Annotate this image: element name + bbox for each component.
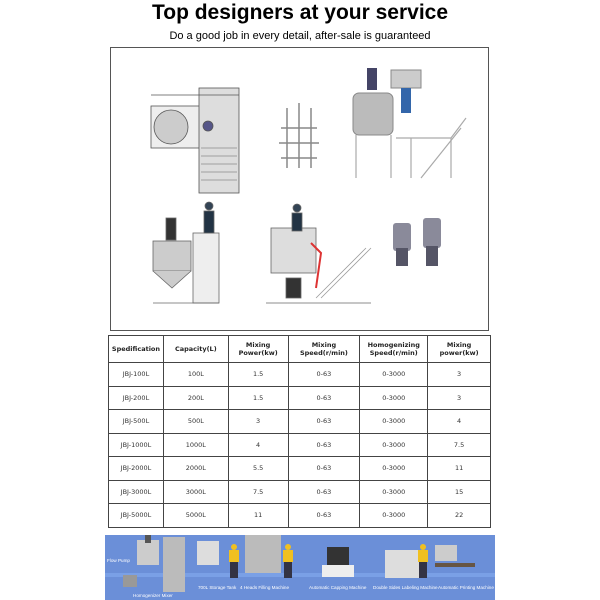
table-cell: 100L (162, 362, 229, 387)
table-cell: JBJ-1000L (108, 432, 164, 457)
table-cell: 0-3000 (359, 432, 429, 457)
label-capping-machine: Automatic Capping Machine (309, 585, 367, 590)
table-cell: 0-3000 (359, 409, 429, 434)
table-cell: 7.5 (427, 432, 491, 457)
table-cell: 11 (227, 503, 289, 528)
column-header: Capacity(L) (162, 335, 229, 363)
agitator-drawing (279, 103, 319, 168)
label-filling-machine: 4 Heads Filling Machine (240, 585, 290, 590)
label-homogenizer-mixer: Homogenizer Mixer (133, 593, 173, 598)
table-cell: 3 (427, 385, 491, 410)
front-view-drawing (152, 201, 220, 304)
column-header: Homogenizing Speed(r/min) (359, 335, 429, 363)
top-view-drawing (150, 87, 240, 194)
table-cell: 0-3000 (359, 479, 429, 504)
production-line-illustration (105, 535, 495, 592)
production-line-banner: Flow Pump Homogenizer Mixer 700L Storage… (105, 535, 495, 600)
table-cell: 0-3000 (359, 362, 429, 387)
table-cell: 0-63 (287, 432, 361, 457)
table-cell: 4 (227, 432, 289, 457)
mixer-3d-drawing (352, 68, 467, 179)
table-cell: 0-63 (287, 456, 361, 481)
label-printing-machine: Automatic Printing Machine (438, 585, 494, 590)
column-header: Spedification (108, 335, 164, 363)
side-view-drawing (266, 203, 372, 304)
table-cell: JBJ-3000L (108, 479, 164, 504)
table-cell: 7.5 (227, 479, 289, 504)
table-cell: 0-63 (287, 409, 361, 434)
table-cell: 3 (227, 409, 289, 434)
table-cell: 0-3000 (359, 456, 429, 481)
table-cell: 500L (162, 409, 229, 434)
table-cell: 11 (427, 456, 491, 481)
homogenizer-heads-drawing (393, 218, 441, 266)
table-cell: 200L (162, 385, 229, 410)
table-cell: 22 (427, 503, 491, 528)
table-cell: 1000L (162, 432, 229, 457)
table-cell: 0-63 (287, 362, 361, 387)
table-cell: JBJ-100L (108, 362, 164, 387)
table-cell: 0-63 (287, 385, 361, 410)
label-storage-tank: 700L Storage Tank (198, 585, 237, 590)
table-cell: 1.5 (227, 362, 289, 387)
table-cell: 0-3000 (359, 385, 429, 410)
table-cell: 1.5 (227, 385, 289, 410)
column-header: Mixing Speed(r/min) (287, 335, 361, 363)
table-cell: 4 (427, 409, 491, 434)
table-cell: 5000L (162, 503, 229, 528)
table-cell: 15 (427, 479, 491, 504)
machine-drawings-illustration (150, 68, 467, 304)
page-title: Top designers at your service (151, 1, 449, 24)
table-cell: JBJ-5000L (108, 503, 164, 528)
table-cell: JBJ-2000L (108, 456, 164, 481)
table-cell: 0-63 (287, 503, 361, 528)
specification-table: Spedification Capacity(L) Mixing Power(k… (108, 335, 491, 528)
table-header-row: Spedification Capacity(L) Mixing Power(k… (108, 335, 491, 363)
table-cell: 0-63 (287, 479, 361, 504)
table-cell: 3000L (162, 479, 229, 504)
table-cell: JBJ-500L (108, 409, 164, 434)
column-header: Mixing power(kw) (427, 335, 491, 363)
table-cell: JBJ-200L (108, 385, 164, 410)
table-cell: 0-3000 (359, 503, 429, 528)
label-labeling-machine: Double Sides Labeling Machine (373, 585, 438, 590)
page-subtitle: Do a good job in every detail, after-sal… (169, 30, 431, 42)
label-flow-pump: Flow Pump (107, 558, 130, 563)
column-header: Mixing Power(kw) (227, 335, 289, 363)
table-cell: 2000L (162, 456, 229, 481)
machine-drawings-panel (110, 47, 489, 331)
table-cell: 5.5 (227, 456, 289, 481)
table-cell: 3 (427, 362, 491, 387)
